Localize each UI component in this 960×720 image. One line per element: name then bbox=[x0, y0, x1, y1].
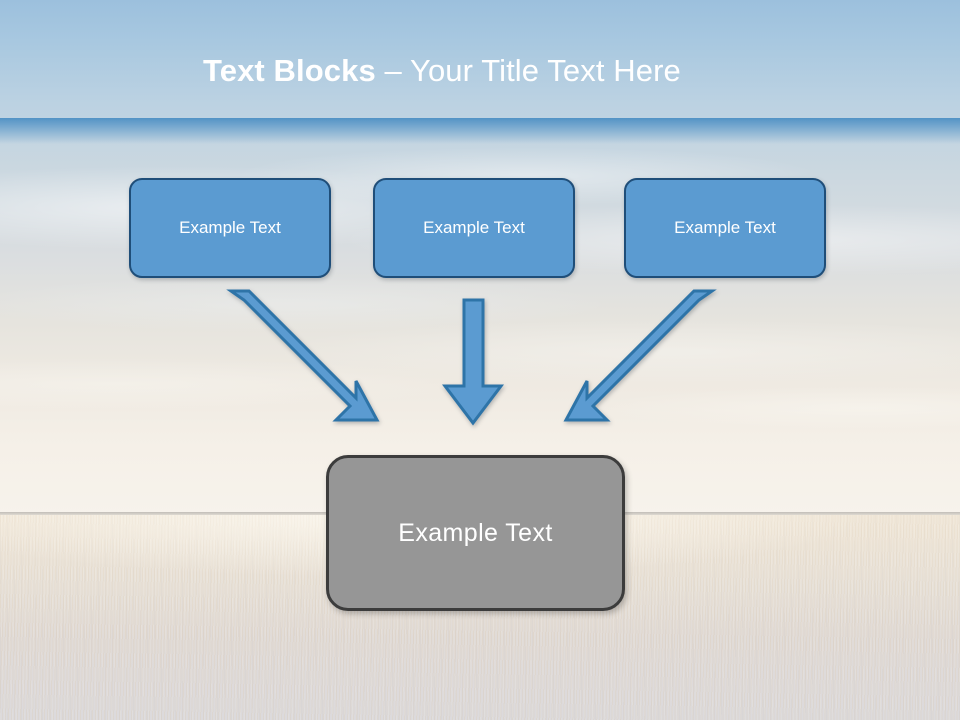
text-block-1[interactable]: Example Text bbox=[129, 178, 331, 278]
text-block-3-label: Example Text bbox=[674, 218, 776, 237]
result-block-label: Example Text bbox=[398, 518, 553, 547]
result-block[interactable]: Example Text bbox=[326, 455, 625, 611]
text-block-3[interactable]: Example Text bbox=[624, 178, 826, 278]
page-title: Text Blocks – Your Title Text Here bbox=[203, 52, 903, 90]
text-block-2[interactable]: Example Text bbox=[373, 178, 575, 278]
page-title-light: Your Title Text Here bbox=[410, 53, 681, 88]
title-band-fade bbox=[0, 118, 960, 144]
text-block-2-label: Example Text bbox=[423, 218, 525, 237]
text-block-1-label: Example Text bbox=[179, 218, 281, 237]
page-title-bold: Text Blocks bbox=[203, 53, 376, 88]
page-title-dash: – bbox=[375, 53, 411, 88]
